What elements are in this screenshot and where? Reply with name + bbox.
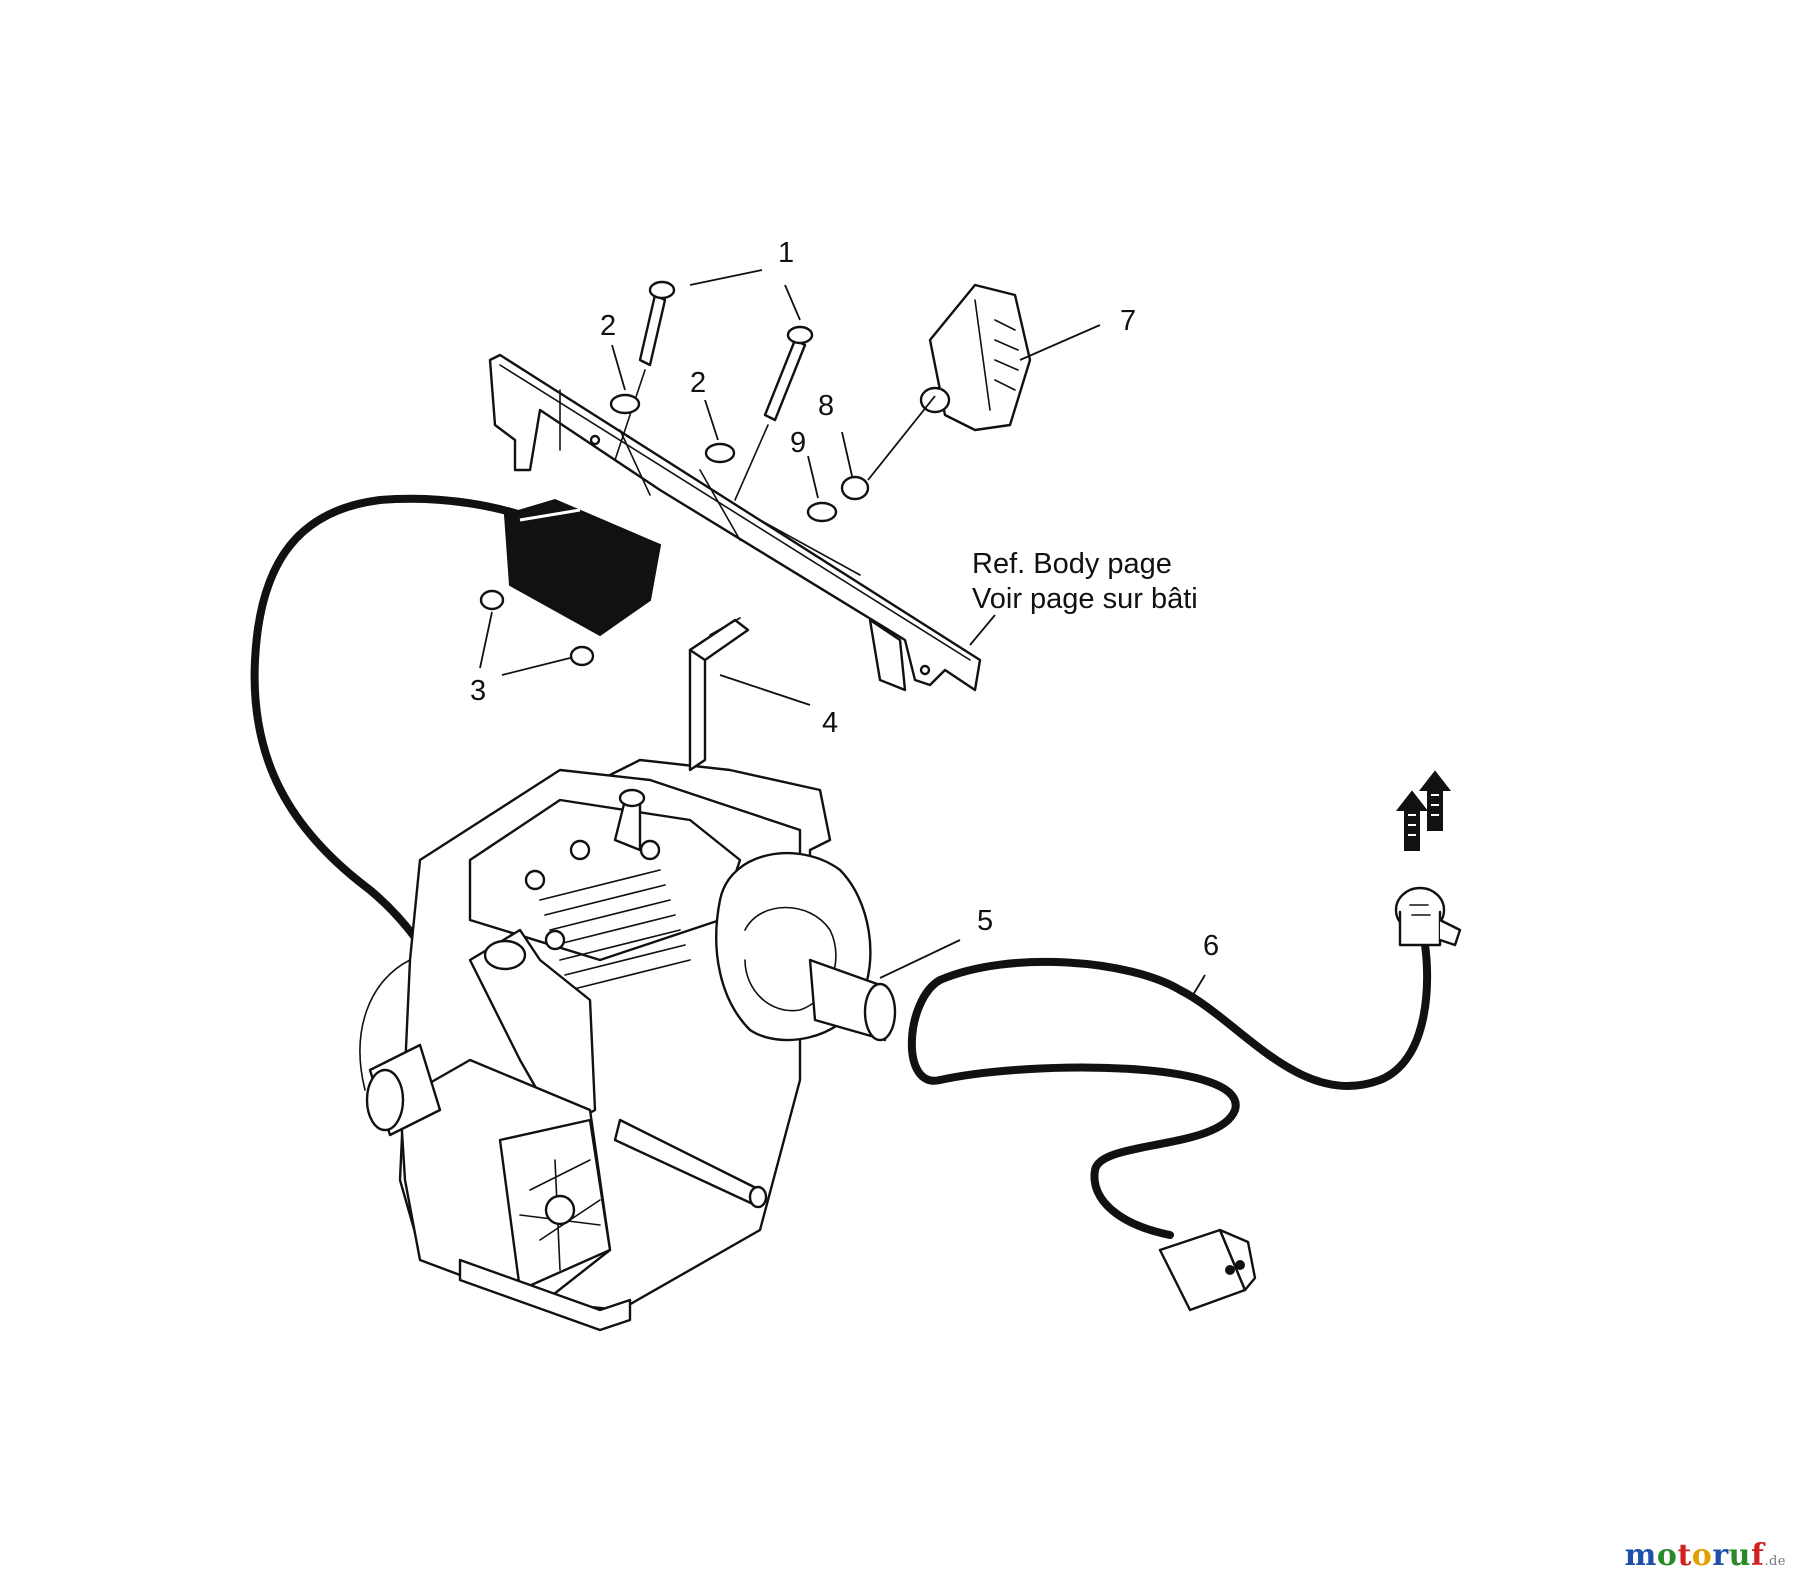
nut-8	[840, 475, 870, 501]
cord-socket	[1394, 886, 1462, 947]
watermark-letter: t	[1677, 1538, 1692, 1573]
watermark-letter: f	[1750, 1538, 1765, 1573]
callout-7: 7	[1120, 305, 1136, 337]
watermark-letter: u	[1728, 1538, 1751, 1573]
watermark: motoruf.de	[1625, 1538, 1786, 1573]
screw-right	[734, 325, 814, 501]
reference-line-2: Voir page sur bâti	[972, 583, 1198, 615]
power-cord	[907, 941, 1432, 1239]
reference-line-1: Ref. Body page	[972, 548, 1172, 580]
callout-2a: 2	[600, 310, 616, 342]
starter-switch-box	[503, 498, 662, 637]
cylinder-fins	[539, 869, 691, 991]
callout-3: 3	[470, 675, 486, 707]
wall-plug	[1158, 1228, 1257, 1312]
callout-numbers: 1 2 2 3 4 5 6 7 8 9	[470, 237, 1219, 962]
screw-left	[614, 280, 676, 461]
insert-arrows	[1395, 770, 1452, 851]
primer-knob	[919, 283, 1032, 432]
callout-4: 4	[822, 707, 838, 739]
engine	[359, 758, 897, 1332]
washer-2b	[704, 442, 736, 464]
watermark-letter: o	[1656, 1538, 1678, 1573]
watermark-letter: o	[1691, 1538, 1713, 1573]
nut-3a	[479, 589, 505, 611]
dash-bracket	[488, 353, 982, 692]
watermark-letter: r	[1712, 1538, 1729, 1573]
callout-9: 9	[790, 427, 806, 459]
reference-note: Ref. Body page Voir page sur bâti	[972, 548, 1198, 615]
callout-8: 8	[818, 390, 834, 422]
watermark-letter: m	[1624, 1538, 1657, 1573]
callout-1: 1	[778, 237, 794, 269]
control-lever	[688, 617, 750, 772]
washer-9	[806, 501, 838, 523]
callout-5: 5	[977, 905, 993, 937]
callout-2b: 2	[690, 367, 706, 399]
watermark-suffix: .de	[1764, 1554, 1786, 1569]
washer-2a	[609, 393, 641, 415]
starter-endcap	[519, 1159, 601, 1271]
leader-lines	[479, 269, 1206, 1001]
callout-6: 6	[1203, 930, 1219, 962]
nut-3b	[569, 645, 595, 667]
watermark-text: motoruf	[1625, 1538, 1765, 1573]
